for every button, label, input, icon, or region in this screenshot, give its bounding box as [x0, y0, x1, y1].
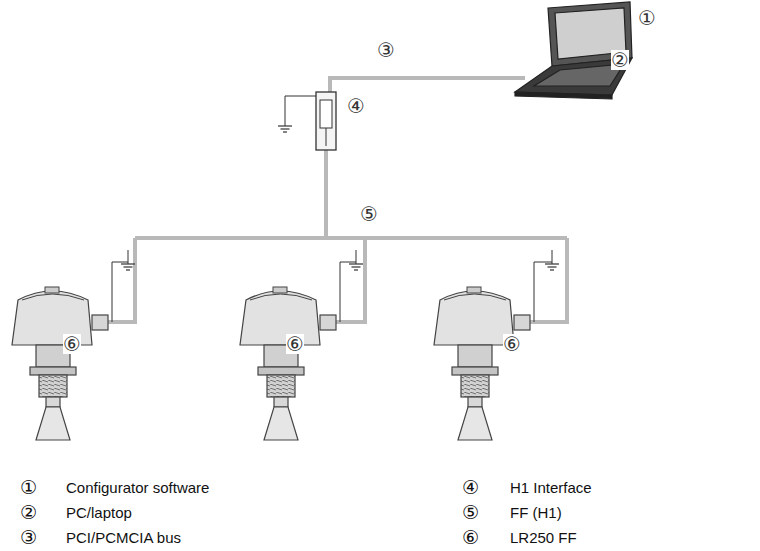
callout-number: ③ — [377, 40, 395, 60]
legend-text: H1 Interface — [510, 480, 592, 495]
legend-text: PC/laptop — [66, 505, 132, 520]
callout-number: ⑥ — [63, 334, 81, 354]
legend-number: ② — [20, 503, 37, 522]
legend-number: ⑥ — [462, 528, 479, 547]
callout-number: ② — [611, 50, 629, 70]
legend-text: LR250 FF — [510, 530, 577, 545]
callout-number: ① — [638, 8, 656, 28]
h1-interface — [316, 92, 336, 150]
callout-number: ⑥ — [503, 334, 521, 354]
fieldbus-cable — [108, 78, 567, 322]
legend-number: ④ — [462, 478, 479, 497]
callout-number: ⑤ — [360, 204, 378, 224]
legend-text: PCI/PCMCIA bus — [66, 530, 181, 545]
legend-text: Configurator software — [66, 480, 209, 495]
callout-number: ⑥ — [286, 334, 304, 354]
legend-text: FF (H1) — [510, 505, 562, 520]
laptop — [515, 2, 632, 99]
legend-number: ⑤ — [462, 503, 479, 522]
legend-number: ① — [20, 478, 37, 497]
legend-number: ③ — [20, 528, 37, 547]
callout-number: ④ — [347, 96, 365, 116]
